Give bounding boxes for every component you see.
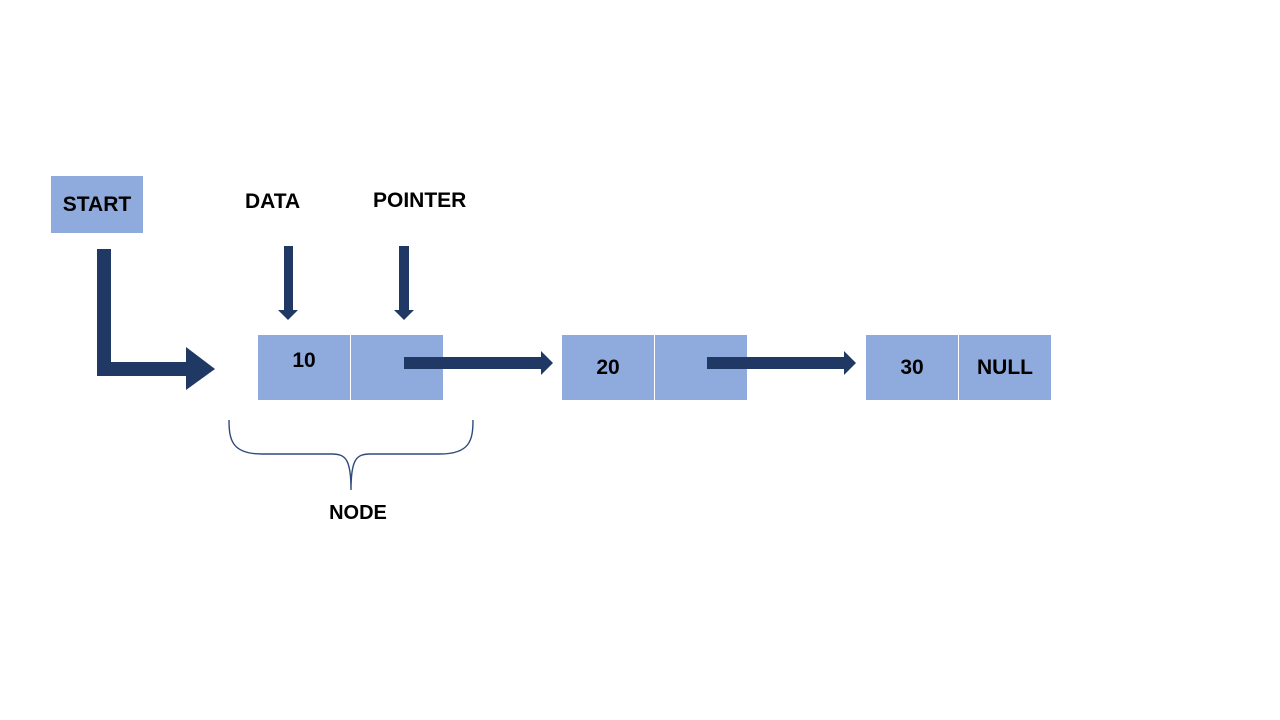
node-1-divider <box>350 335 351 400</box>
node-2-divider <box>654 335 655 400</box>
start-box: START <box>51 176 143 233</box>
node-3-data-cell: 30 <box>866 335 958 400</box>
node-3-pointer-value: NULL <box>977 355 1033 379</box>
node-label: NODE <box>329 502 387 524</box>
node-3-pointer-cell: NULL <box>959 335 1051 400</box>
data-arrow <box>278 246 298 320</box>
pointer-label: POINTER <box>373 189 467 212</box>
node-1-pointer-cell <box>351 335 443 400</box>
node-1-data-value: 10 <box>292 349 316 372</box>
pointer-arrow <box>394 246 414 320</box>
node-2-pointer-cell <box>655 335 747 400</box>
start-label: START <box>62 192 132 216</box>
node-2-data-cell: 20 <box>562 335 654 400</box>
node-3-divider <box>958 335 959 400</box>
node-1-data-cell: 10 <box>258 335 350 400</box>
node-2-data-value: 20 <box>596 355 620 379</box>
node-brace <box>228 419 474 491</box>
start-arrow <box>97 249 215 390</box>
data-label: DATA <box>245 190 301 213</box>
node-3-data-value: 30 <box>900 355 924 379</box>
